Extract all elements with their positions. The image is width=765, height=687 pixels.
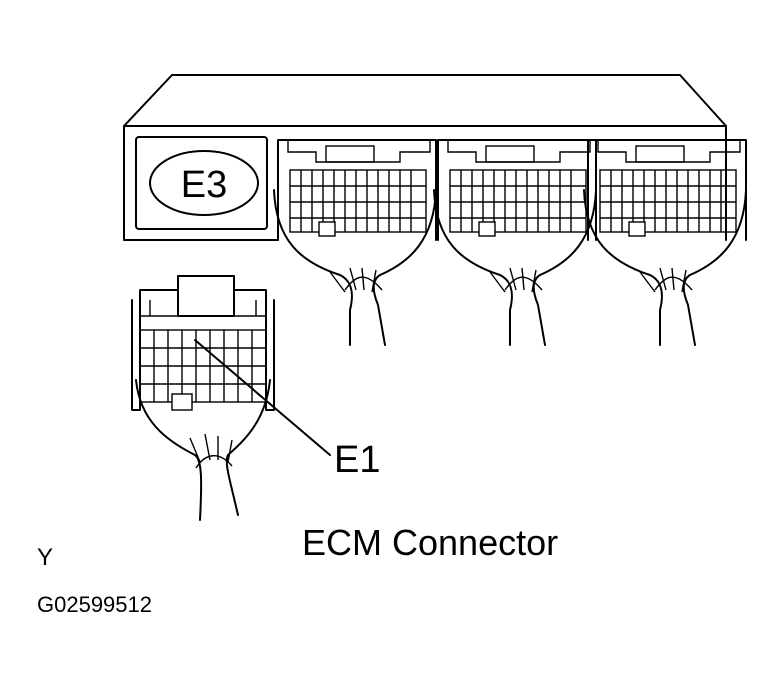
e1-leader-line — [194, 339, 331, 456]
e1-label: E1 — [334, 439, 380, 481]
e1-connector — [131, 275, 275, 521]
corner-letter: Y — [37, 544, 53, 571]
upper-connectors — [273, 139, 747, 346]
connector-2 — [433, 139, 597, 346]
connector-1 — [273, 139, 437, 346]
diagram-caption: ECM Connector — [302, 522, 558, 563]
e3-label-badge: E3 — [149, 150, 259, 216]
e1-pin-grid — [139, 329, 267, 411]
connector-3 — [583, 139, 747, 346]
pin-grid — [289, 169, 427, 237]
e3-label: E3 — [181, 164, 227, 206]
figure-code: G02599512 — [37, 592, 152, 617]
ecm-housing — [123, 74, 727, 241]
